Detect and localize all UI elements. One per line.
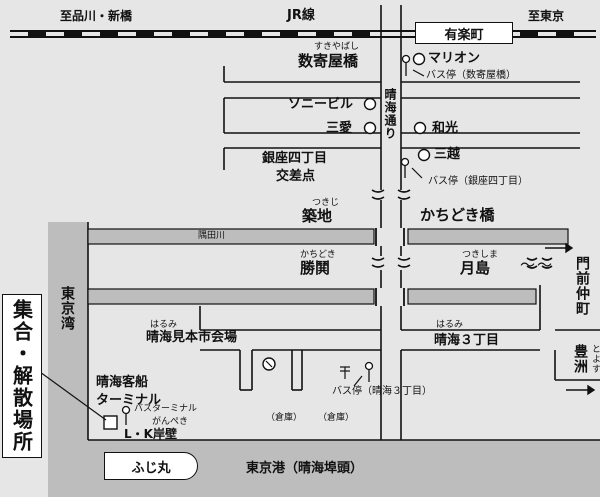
kachidoki-ruby: かちどき [300,250,336,260]
mitsukoshi-circle-icon [417,148,431,162]
warehouse-label-1: （倉庫） [266,413,303,423]
yurakucho-station-box: 有楽町 [415,22,513,44]
harumi3-label: 晴海３丁目 [434,333,500,348]
tsukishima-ruby: つきしま [462,250,499,260]
jr-line-label: JR線 [287,8,315,23]
wako-label: 和光 [432,121,459,136]
bus-stop-ginza4-label: バス停（銀座四丁目） [428,176,528,187]
fujimaru-ship: ふじ丸 [104,452,198,480]
ginza4-cross-label-1: 銀座四丁目 [262,151,328,166]
port-edge [88,329,600,441]
harumi-terminal-label-2: ターミナル [96,393,162,408]
kachidoki-label: 勝鬨 [300,259,331,277]
yurakucho-station-label: 有楽町 [444,27,484,43]
ginza-road-outlines [223,5,580,190]
harumi-terminal-label-1: 晴海客船 [96,375,149,390]
meeting-leader-line [39,371,107,421]
lk-pier-label: L・K岸壁 [124,427,177,441]
wave-mark-1: 〜 [520,256,536,274]
tsukiji-label: 築地 [302,207,333,225]
fujimaru-label: ふじ丸 [131,460,171,476]
sukiyabashi-ruby: すきやばし [314,42,360,52]
sanai-circle-icon [363,121,377,135]
monzen-nakacho-label: 門前仲町 [574,256,590,316]
sumida-river-label: 隅田川 [198,231,226,241]
tsukishima-label: 月島 [460,259,491,277]
direction-arrows [545,242,596,396]
mitsukoshi-label: 三越 [434,147,461,162]
pointer-arrows [353,69,425,387]
river-bands [87,228,569,305]
tokyo-port-label: 東京港（晴海埠頭） [246,461,364,476]
landmark-circles [262,52,431,371]
warehouse-label-2: （倉庫） [318,413,355,423]
sony-circle-icon [363,97,377,111]
t-mark-icon [340,366,350,379]
to-tokyo-label: 至東京 [528,9,565,23]
to-shinagawa-label: 至品川・新橋 [60,9,133,23]
tokyo-bay-label: 東京湾 [59,286,75,331]
harumi3-ruby: はるみ [436,320,464,330]
bus-terminal-label: バスターミナル [134,404,198,414]
marion-circle-icon [412,52,426,66]
lk-pier-ruby: がんぺき [152,417,189,427]
bus-stop-sukiyabashi-label: バス停（数寄屋橋） [426,70,516,81]
ginza4-cross-label-2: 交差点 [276,169,316,184]
lk-pier-box [103,415,118,430]
road-break-marks [371,189,553,269]
harumi-road-outlines [87,200,556,440]
bus-stop-icons [121,54,411,425]
sukiyabashi-label: 数寄屋橋 [298,52,359,70]
sony-building-label: ソニービル [288,97,354,112]
kachidoki-bridge-label: かちどき橋 [420,206,495,224]
sanai-label: 三愛 [326,121,353,136]
bus-stop-harumi3-label: バス停（晴海３丁目） [332,386,432,397]
toyosu-label: 豊洲 [572,344,588,374]
tsukiji-ruby: つきじ [312,198,340,208]
marion-label: マリオン [428,51,481,66]
tokyo-bay-water [48,222,88,440]
harumi-dori-label: 晴海通り [383,88,397,140]
meeting-point-label: 集合・解散場所 [9,299,34,453]
bridge-brackets [375,228,405,306]
wave-mark-2: 〜 [537,256,553,274]
meeting-point-box: 集合・解散場所 [2,294,42,458]
harumi-expo-ruby: はるみ [150,320,178,330]
harumi-expo-label: 晴海見本市会場 [146,330,238,345]
wako-circle-icon [413,121,427,135]
toyosu-ruby: とよす [590,344,600,374]
